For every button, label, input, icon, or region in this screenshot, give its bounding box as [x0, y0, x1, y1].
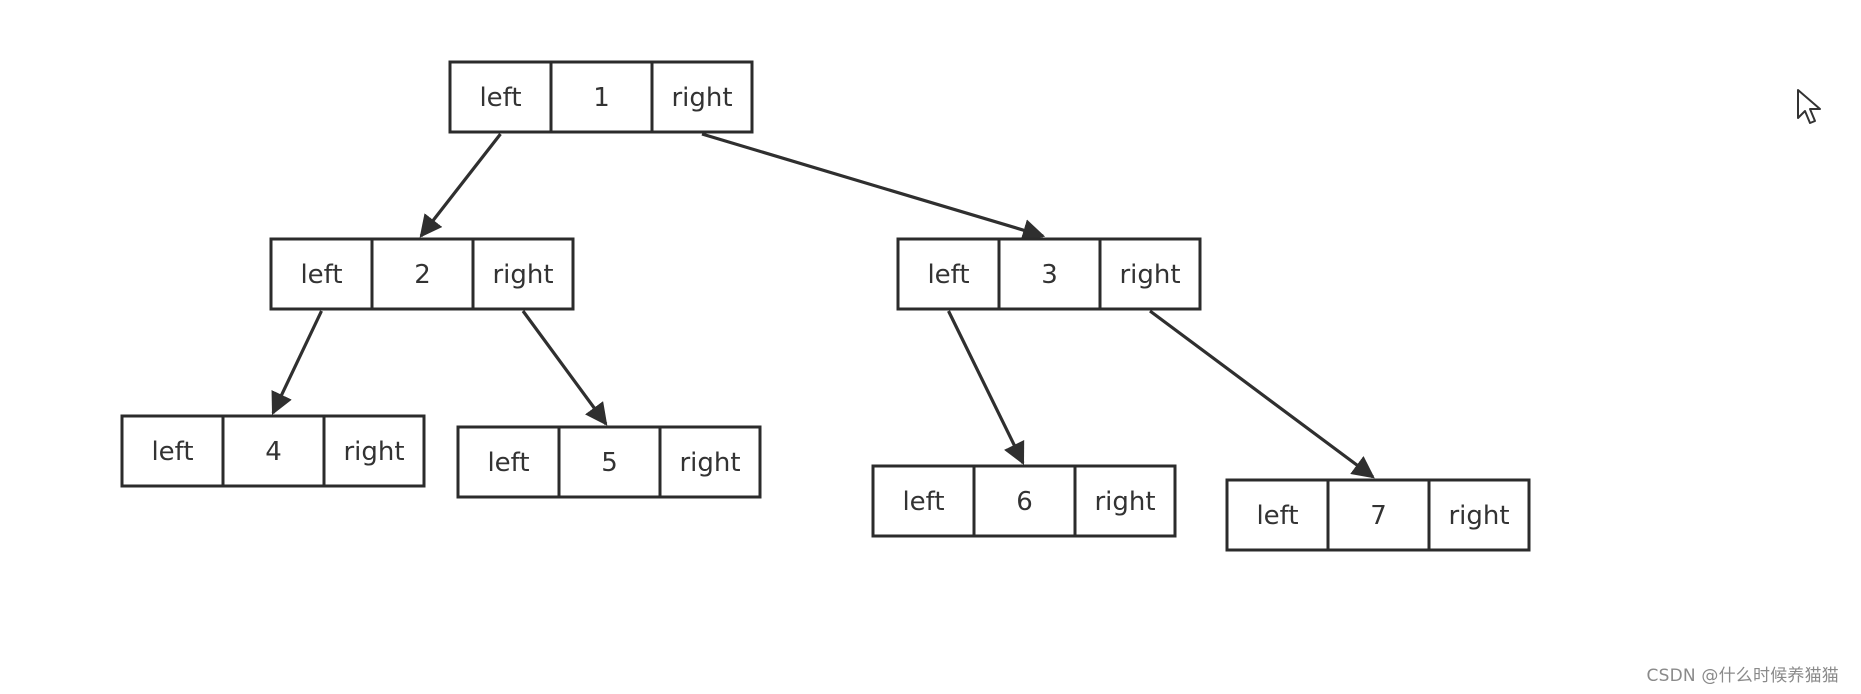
- tree-node-3: left 3 right: [896, 237, 1202, 311]
- watermark-text: CSDN @什么时候养猫猫: [1646, 666, 1839, 686]
- left-pointer-cell: [896, 237, 1001, 311]
- edges-group: [271, 132, 1375, 479]
- right-pointer-cell-label: right: [492, 260, 553, 290]
- left-pointer-cell-label: left: [927, 260, 969, 290]
- edge-n1-left-to-n2: [419, 133, 502, 238]
- right-pointer-cell: [471, 237, 575, 311]
- left-pointer-cell-label: left: [151, 437, 193, 467]
- edge-n3-left-to-n6: [947, 310, 1025, 466]
- tree-node-1: left 1 right: [448, 60, 754, 134]
- tree-node-4: left 4 right: [120, 414, 426, 488]
- right-pointer-cell: [1073, 464, 1177, 538]
- right-pointer-cell-label: right: [1119, 260, 1180, 290]
- value-cell-label: 6: [1016, 487, 1033, 517]
- left-pointer-cell-label: left: [902, 487, 944, 517]
- value-cell-label: 7: [1370, 501, 1387, 531]
- value-cell: [997, 237, 1102, 311]
- value-cell: [557, 425, 662, 499]
- left-pointer-cell: [120, 414, 225, 488]
- right-pointer-cell-label: right: [1448, 501, 1509, 531]
- edge-n2-left-to-n4: [271, 310, 323, 416]
- right-pointer-cell-label: right: [343, 437, 404, 467]
- edge-n3-right-to-n7: [1149, 309, 1375, 479]
- tree-node-2: left 2 right: [269, 237, 575, 311]
- value-cell: [370, 237, 475, 311]
- value-cell: [972, 464, 1077, 538]
- tree-node-5: left 5 right: [456, 425, 762, 499]
- edge-n1-right-to-n3: [701, 132, 1046, 241]
- value-cell-label: 1: [593, 83, 610, 113]
- right-pointer-cell: [650, 60, 754, 134]
- value-cell-label: 2: [414, 260, 431, 290]
- tree-node-6: left 6 right: [871, 464, 1177, 538]
- tree-node-7: left 7 right: [1225, 478, 1531, 552]
- left-pointer-cell-label: left: [487, 448, 529, 478]
- right-pointer-cell-label: right: [671, 83, 732, 113]
- left-pointer-cell: [456, 425, 561, 499]
- left-pointer-cell-label: left: [1256, 501, 1298, 531]
- value-cell-label: 4: [265, 437, 282, 467]
- left-pointer-cell: [448, 60, 553, 134]
- left-pointer-cell-label: left: [300, 260, 342, 290]
- right-pointer-cell-label: right: [1094, 487, 1155, 517]
- mouse-pointer-icon: [1797, 89, 1821, 124]
- left-pointer-cell-label: left: [479, 83, 521, 113]
- nodes-group: left 1 right left 2 right left 3 right left 4 right…: [120, 60, 1531, 552]
- right-pointer-cell: [1427, 478, 1531, 552]
- edge-n2-right-to-n5: [521, 310, 608, 426]
- left-pointer-cell: [269, 237, 374, 311]
- value-cell-label: 3: [1041, 260, 1058, 290]
- right-pointer-cell: [658, 425, 762, 499]
- right-pointer-cell: [322, 414, 426, 488]
- right-pointer-cell-label: right: [679, 448, 740, 478]
- right-pointer-cell: [1098, 237, 1202, 311]
- value-cell: [221, 414, 326, 488]
- value-cell-label: 5: [601, 448, 618, 478]
